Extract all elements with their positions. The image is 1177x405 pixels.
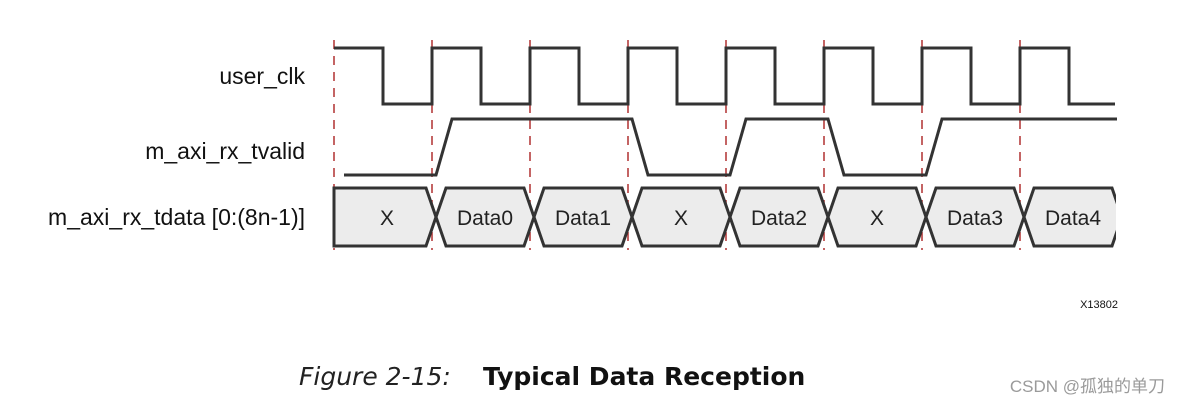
bus-segment-label: X (870, 207, 884, 230)
bus-segment (826, 186, 928, 248)
bus-segment-label: Data0 (457, 207, 513, 230)
caption-title: Typical Data Reception (483, 362, 805, 391)
bus-segment-label: Data4 (1045, 207, 1101, 230)
bus-segment (630, 186, 732, 248)
user-clk-waveform (334, 46, 1115, 106)
bus-segment-label: X (380, 207, 394, 230)
signal-label-tdata: m_axi_rx_tdata [0:(8n-1)] (48, 204, 305, 230)
signal-label-tvalid: m_axi_rx_tvalid (145, 138, 305, 164)
bus-segment (728, 186, 830, 248)
tvalid-waveform (344, 117, 1117, 177)
signal-label-user-clk: user_clk (219, 63, 305, 89)
figure-id: X13802 (1080, 299, 1118, 311)
caption-number: Figure 2-15: (299, 362, 451, 391)
watermark: CSDN @孤独的单刀 (1010, 377, 1165, 396)
bus-segment-label: Data2 (751, 207, 807, 230)
bus-segment (1022, 186, 1116, 248)
bus-segment-label: X (674, 207, 688, 230)
bus-segment-label: Data3 (947, 207, 1003, 230)
bus-segment (332, 186, 438, 248)
bus-segment (532, 186, 634, 248)
bus-segment-label: Data1 (555, 207, 611, 230)
bus-segment (434, 186, 536, 248)
bus-segment (924, 186, 1026, 248)
tdata-bus: X Data0 Data1 X Data2 X Data3 Data4 (332, 186, 1116, 248)
